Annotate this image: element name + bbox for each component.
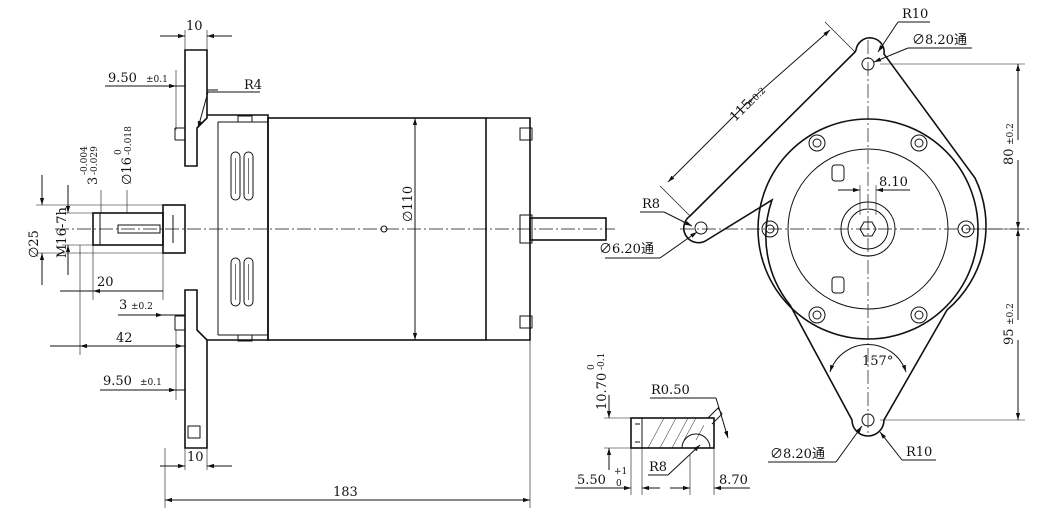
dim-key-width-870: 8.70 [719,473,748,488]
dim-shaft-dia: ∅16 [120,157,135,185]
dim-keyway-depth-tol-lower: -0.1 [597,353,607,370]
dim-flange-offset-top: 9.50 [108,71,137,86]
dim-key-r8: R8 [649,460,667,475]
dim-flange-offset-bottom: 9.50 [103,374,132,389]
dim-key-width: 3 [86,177,101,185]
dim-key-width-tol-upper: -0.004 [80,146,90,175]
dim-flange-offset-bottom-tol: ±0.1 [140,378,162,388]
front-shaft [92,204,186,254]
dim-key-offset-tol: ±0.2 [131,302,153,312]
flange-outline [683,37,987,437]
front-view: 8.10 R10 ∅8.20通 115 ±0.2 80 ±0.2 [599,7,1030,463]
dim-dist-95: 95 [1002,328,1017,345]
dim-shaft-len-42: 42 [116,331,133,346]
end-cap [207,114,269,341]
motor-body [267,117,487,341]
vent-slots [230,151,254,307]
dim-pilot-dia: ∅25 [27,230,42,258]
dim-key-offset: 3 [119,298,127,313]
key-detail: 10.70 0 -0.1 R0.50 R8 5.50 +1 0 8.70 [575,353,750,495]
dim-shaft-len-20: 20 [97,275,114,290]
dim-dist-80: 80 [1002,148,1017,165]
body-circle [757,118,979,340]
hole-left [694,221,708,235]
dim-diag-115-tol: ±0.2 [746,86,769,109]
rear-shaft [529,217,607,241]
dim-angle: 157° [862,354,893,369]
dim-keyway-depth-tol-upper: 0 [587,364,597,370]
dim-hole-bottom-dia: ∅8.20通 [770,447,825,462]
dim-radius-r4: R4 [244,78,262,93]
dim-left-hole-dia: ∅6.20通 [599,242,654,257]
dim-key-len-tol-lower: 0 [616,479,622,489]
dim-hex-810: 8.10 [879,175,908,190]
dim-dist-80-tol: ±0.2 [1006,123,1016,145]
body-center-mark [380,225,388,233]
hole-bottom [861,413,875,427]
dim-left-r8: R8 [642,197,660,212]
dim-key-len: 5.50 [577,473,606,488]
bolt-pattern [761,134,975,324]
dim-thread: M16-7h [55,206,70,258]
hole-top [861,57,875,71]
dim-body-dia: ∅110 [401,186,416,222]
dim-key-len-tol-upper: +1 [614,467,627,477]
flange-bottom [184,289,208,449]
dim-flange-offset-top-tol: ±0.1 [146,75,168,85]
dim-hole-bottom-r: R10 [906,445,932,460]
dim-shaft-dia-tol-lower: -0.018 [124,126,134,155]
dim-overall-len: 183 [333,485,358,500]
dim-key-radius: R0.50 [651,383,690,398]
dim-dist-95-tol: ±0.2 [1006,303,1016,325]
dim-flange-thk-bottom: 10 [187,450,204,465]
dim-keyway-depth: 10.70 [595,373,610,410]
dim-flange-thk-top: 10 [186,19,203,34]
hex-socket [859,221,877,237]
dim-hole-top-r: R10 [902,7,928,22]
dim-key-width-tol-lower: -0.029 [90,146,100,175]
side-view: 10 9.50 ±0.1 R4 3 -0.004 -0.029 ∅16 0 -0… [27,19,615,508]
dim-hole-top-dia: ∅8.20通 [912,33,967,48]
dim-shaft-dia-tol-upper: 0 [114,149,124,155]
